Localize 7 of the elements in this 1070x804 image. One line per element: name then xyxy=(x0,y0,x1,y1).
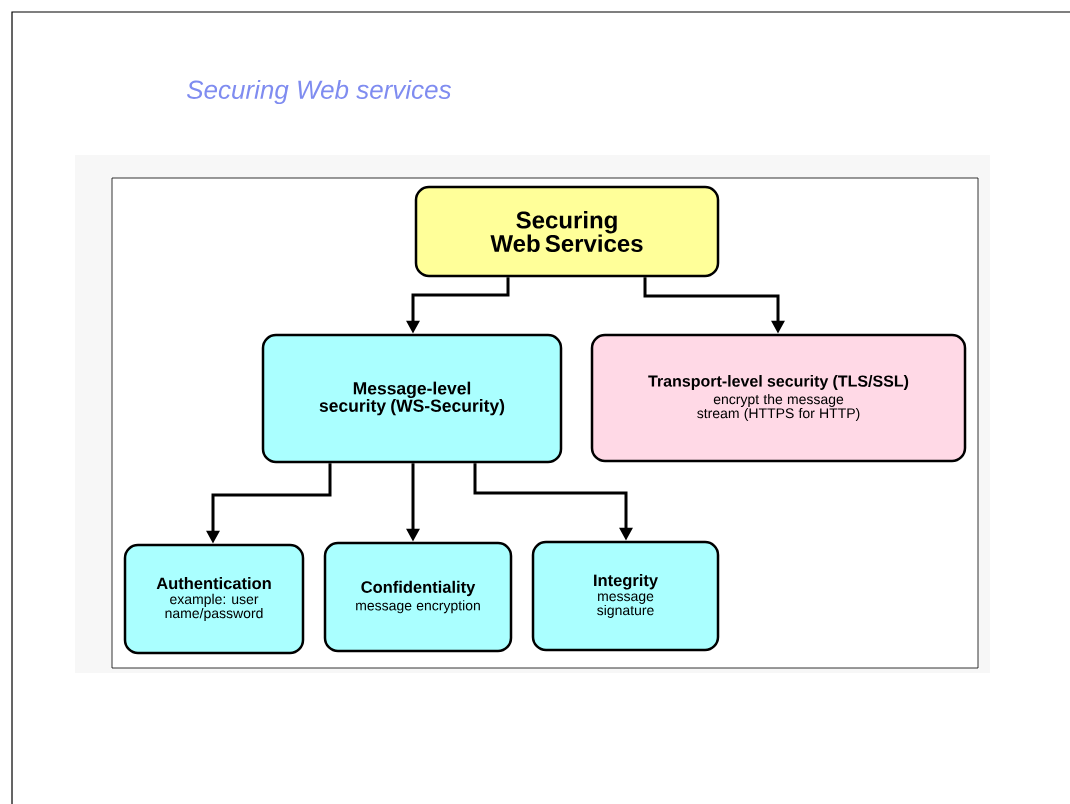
process-box: Transport-level security (TLS/SSL) encrypt the message stream (HTTPS for HTTP) xyxy=(590,333,967,463)
slide-title: Securing Web services xyxy=(186,79,452,105)
process-box: Integrity message signature xyxy=(531,540,720,652)
process-box: Authentication example: user name/password xyxy=(123,543,305,655)
process-box: Securing Web Services xyxy=(414,185,720,278)
process-box: Message-level security (WS-Security) xyxy=(261,333,563,464)
process-box: Confidentiality message encryption xyxy=(323,541,513,653)
